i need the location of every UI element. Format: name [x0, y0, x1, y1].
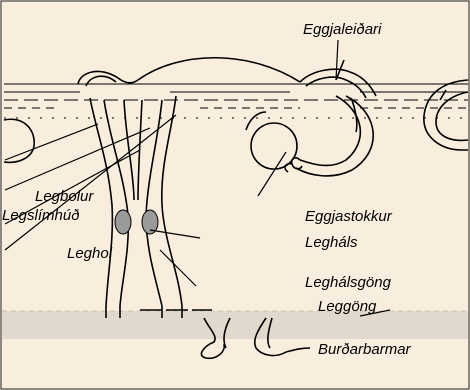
label-ovary: Eggjastokkur: [305, 208, 392, 225]
label-endometrium: Legslímhúð: [2, 207, 80, 224]
label-cervix: Legháls: [305, 234, 358, 251]
label-labia: Burðarbarmar: [318, 341, 411, 358]
label-vagina: Leggöng: [318, 298, 376, 315]
label-cervical-canal: Leghálsgöng: [305, 274, 391, 291]
label-uterine-body: Legbolur: [35, 188, 93, 205]
label-fallopian-tube: Eggjaleiðari: [303, 21, 381, 38]
perineum-band: [2, 311, 468, 339]
peritoneum-hatching: [4, 84, 468, 118]
left-edge-ovary: [4, 119, 34, 162]
right-edge-ovary: [424, 80, 468, 150]
ovary-outline: [246, 96, 373, 176]
uterus-outline: [90, 96, 182, 306]
label-uterine-cavity: Leghol: [67, 245, 112, 262]
